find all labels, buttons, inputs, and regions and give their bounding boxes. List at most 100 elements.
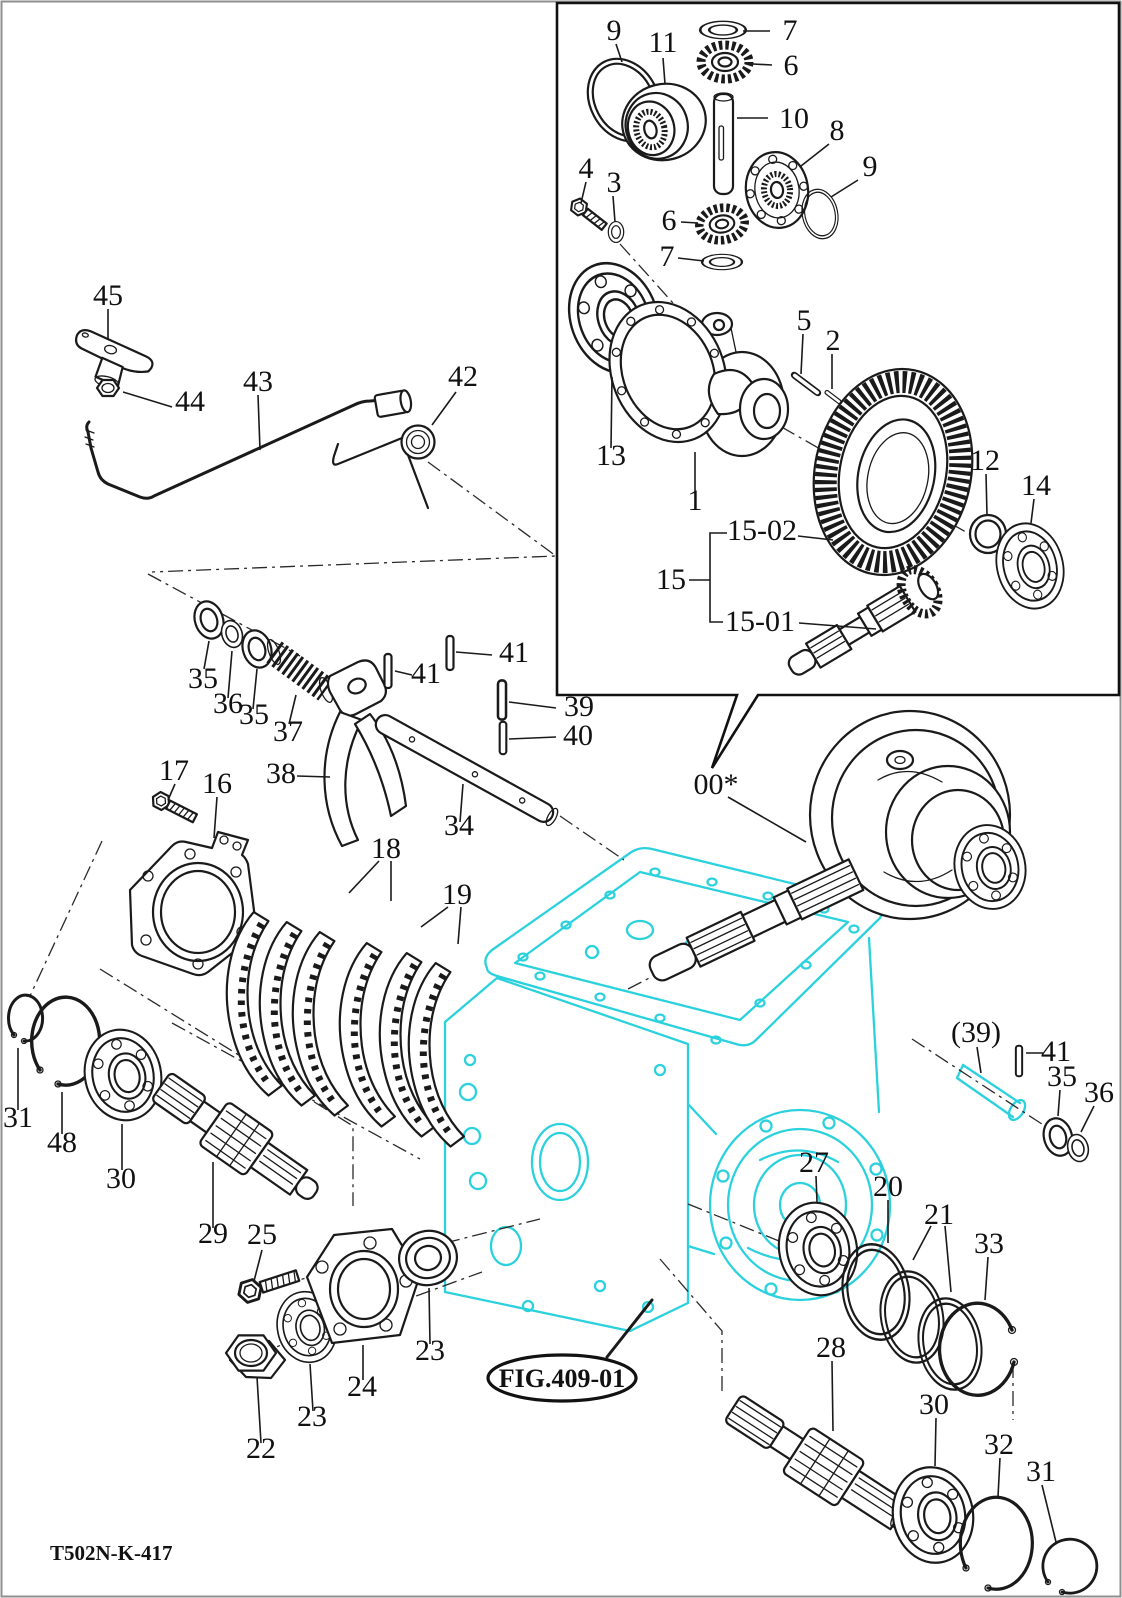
part-label-6: 6 [784,49,799,82]
shaft-10 [712,92,735,196]
part-label-45: 45 [93,279,123,312]
part-label-43: 43 [243,365,273,398]
snap-ring-31-bottom [1041,1537,1099,1596]
bolt-4 [566,194,608,231]
part-label-14: 14 [1021,469,1051,502]
part-label-00*: 00* [694,768,739,801]
pinion-shaft-15-01 [787,565,943,676]
part-label-36: 36 [1084,1076,1114,1109]
part-label-15-01: 15-01 [725,605,795,638]
part-label-31: 31 [3,1101,33,1134]
part-label-18: 18 [371,832,401,865]
part-label-30: 30 [106,1162,136,1195]
part-label-27: 27 [799,1146,829,1179]
part-label-9: 9 [863,150,878,183]
part-label-34: 34 [444,809,474,842]
washer-3 [607,220,625,244]
part-label-20: 20 [873,1170,903,1203]
washer-7-top [698,19,748,41]
bushing-12 [968,513,1008,555]
snap-ring-32 [958,1495,1034,1592]
part-label-15-02: 15-02 [727,514,797,547]
washer-7-bottom [700,253,744,271]
part-label-13: 13 [596,439,626,472]
pin-41-mid [445,634,455,672]
snap-ring-33 [937,1301,1019,1397]
part-label-36: 36 [213,687,243,720]
part-label-(39): (39) [951,1016,1001,1049]
part-label-28: 28 [816,1331,846,1364]
part-label-35: 35 [239,698,269,731]
torsion-spring-42 [332,424,436,510]
leader-lines [17,30,1095,1543]
part-label-7: 7 [783,14,798,47]
snap-ring-31-left [7,993,45,1045]
bolt-17 [148,788,199,824]
part-label-16: 16 [202,767,232,800]
part-label-33: 33 [974,1227,1004,1260]
nut-44 [95,378,121,398]
part-label-41: 41 [499,636,529,669]
part-label-29: 29 [198,1217,228,1250]
part-label-15: 15 [656,563,686,596]
pin-41-right [1014,1044,1024,1078]
part-label-31: 31 [1026,1455,1056,1488]
bolt-25 [234,1269,301,1306]
oil-seal-23-right [398,1229,458,1287]
shift-rod-pipe-39 [955,1063,1027,1122]
part-label-40: 40 [563,719,593,752]
part-label-9: 9 [607,14,622,47]
part-label-19: 19 [442,878,472,911]
seal-retainer-24 [305,1227,422,1345]
part-label-1: 1 [688,484,703,517]
figure-reference-balloon [486,1298,654,1403]
coupling-11 [621,82,707,162]
pin-5 [789,370,823,398]
part-label-41: 41 [411,657,441,690]
pin-40 [498,720,508,756]
washer-35-left2 [236,625,278,673]
part-label-25: 25 [247,1218,277,1251]
part-label-11: 11 [649,26,678,59]
part-label-10: 10 [779,102,809,135]
brake-discs-18-19 [221,911,465,1149]
part-label-22: 22 [246,1432,276,1465]
part-label-35: 35 [1047,1060,1077,1093]
gear-shaft-29 [152,1072,319,1200]
bearing-30-left [75,1021,171,1129]
part-label-23: 23 [297,1400,327,1433]
part-label-48: 48 [47,1126,77,1159]
inset-detail-box [555,1,1121,769]
nut-22 [224,1334,287,1380]
part-label-23: 23 [415,1334,445,1367]
bearing-retainer-16 [128,830,258,977]
part-label-12: 12 [970,444,1000,477]
part-label-8: 8 [830,114,845,147]
ring-gear-15-02 [812,367,974,577]
part-label-2: 2 [826,324,841,357]
part-label-38: 38 [266,757,296,790]
part-label-3: 3 [607,166,622,199]
part-label-32: 32 [984,1428,1014,1461]
part-label-37: 37 [273,715,303,748]
part-label-17: 17 [159,754,189,787]
assembled-differential-00 [648,709,1035,982]
pin-41-left [383,652,393,690]
part-label-24: 24 [347,1370,377,1403]
part-label-30: 30 [919,1388,949,1421]
part-label-44: 44 [175,385,205,418]
part-label-7: 7 [660,240,675,273]
pin-39 [496,679,508,721]
shift-rod-34 [374,714,559,827]
part-label-41: 41 [1041,1035,1071,1068]
part-label-39: 39 [564,690,594,723]
part-label-35: 35 [188,662,218,695]
shift-fork-38 [323,659,408,848]
differential-spider-8 [744,151,810,229]
differential-case-1 [608,300,790,458]
drawing-code-label: T502N-K-417 [50,1541,173,1565]
